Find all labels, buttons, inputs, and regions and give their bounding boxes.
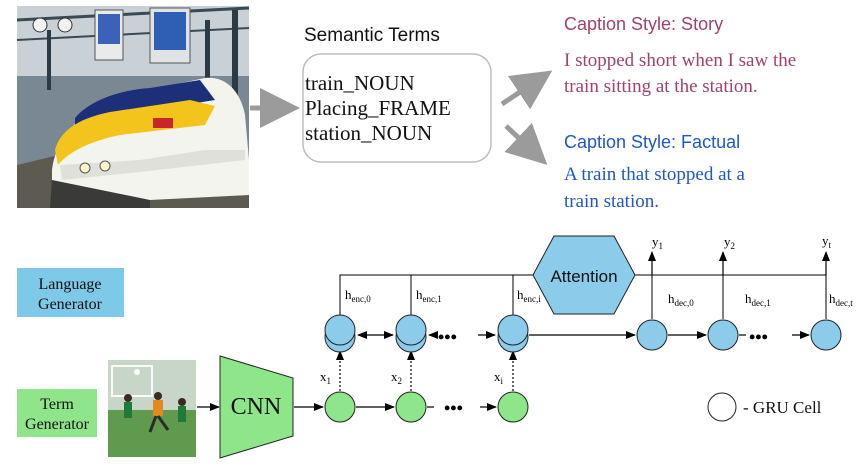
term-3: station_NOUN [305,121,432,145]
label-hdec1: hdec,1 [745,291,771,308]
term-ellipsis: ••• [444,398,463,418]
label-hdect: hdec,t [829,291,853,308]
cnn-block [219,355,294,459]
factual-style-label: Caption Style: Factual [564,132,740,152]
attention-block [532,235,636,315]
encoder-gru-cell [324,314,356,353]
label-henci: henc,i [517,287,541,304]
term-gru-cell [497,391,529,423]
arrow-to-factual [504,122,548,165]
decoder-gru-cell [636,319,668,351]
story-caption-line-2: train sitting at the station. [564,76,758,97]
term-gru-cell [324,391,356,423]
term-gru-cell [395,391,427,423]
encoder-ellipsis: ••• [438,327,457,347]
legend-gru-cell-icon [707,392,737,422]
story-caption-line-1: I stopped short when I saw the [564,50,796,71]
decoder-gru-cell [707,319,739,351]
attention-label: Attention [550,267,617,286]
term-generator-box [17,389,97,437]
decoder-ellipsis: ••• [749,327,768,347]
label-y1: y1 [652,234,663,251]
factual-caption-line-1: A train that stopped at a [564,164,746,185]
term-generator-line-1: Term [40,396,74,413]
soccer-photo [108,360,196,457]
label-hdec0: hdec,0 [668,291,694,308]
term-2: Placing_FRAME [305,96,451,120]
label-x1: x1 [320,369,331,386]
term-1: train_NOUN [305,71,415,95]
label-y2: y2 [724,234,735,251]
label-henc0: henc,0 [345,287,371,304]
legend-label: - GRU Cell [743,398,822,417]
cnn-label: CNN [231,394,282,420]
encoder-gru-cell [497,314,529,353]
factual-caption-line-2: train station. [564,191,659,212]
story-style-label: Caption Style: Story [564,14,723,34]
term-generator-line-2: Generator [25,416,90,433]
encoder-gru-cell [395,314,427,353]
language-generator-box [17,268,124,317]
arrow-to-story [500,70,553,110]
label-x2: x2 [391,369,402,386]
label-henc1: henc,1 [416,287,442,304]
label-yt: yt [822,233,832,250]
label-xi: xi [494,369,504,386]
semantic-terms-box [302,53,492,163]
attention-bus-line [339,274,826,316]
train-photo [16,6,250,208]
language-generator-line-2: Generator [38,296,103,313]
language-generator-line-1: Language [38,276,101,293]
semantic-terms-title: Semantic Terms [304,25,440,46]
decoder-gru-cell [810,319,842,351]
